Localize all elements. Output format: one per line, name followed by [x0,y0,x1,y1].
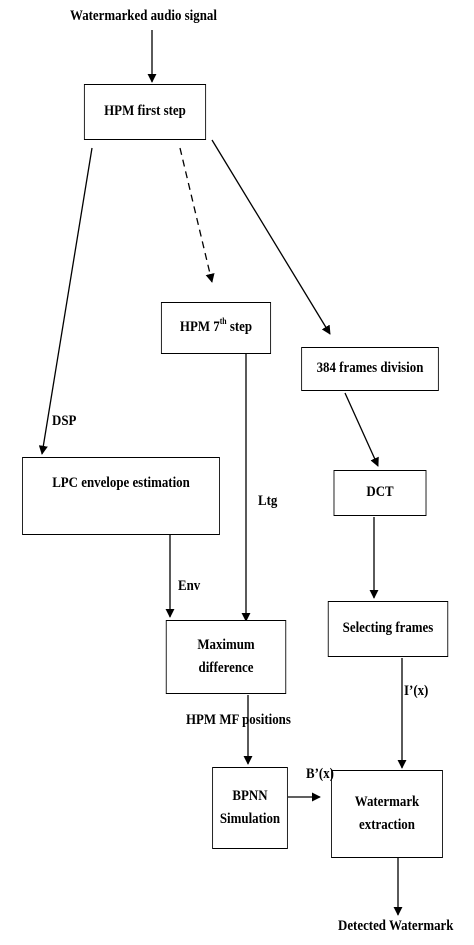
node-lpc-envelope-estimation: LPC envelope estimation [22,457,220,535]
node-hpm-first-step-label: HPM first step [104,103,186,120]
node-hpm-first-step: HPM first step [83,84,207,140]
node-dct: DCT [333,470,427,516]
arrow-hpm-first-to-hpm-seventh-dashed [179,147,215,283]
node-watermark-extraction-line2: extraction [359,817,415,833]
edge-label-dsp: DSP [52,413,77,429]
node-hpm-seventh-step: HPM 7th step [160,302,272,354]
node-bpnn-simulation: BPNN Simulation [212,767,288,849]
node-maximum-difference-line1: Maximum [197,636,255,653]
node-watermark-extraction: Watermark extraction [331,770,443,858]
edge-label-ltg: Ltg [258,493,278,509]
arrow-hpm-first-to-lpc [38,147,93,455]
node-watermark-extraction-line1: Watermark [354,793,420,810]
node-frames-division-label: 384 frames division [316,360,424,377]
edge-label-hpm-mf-positions: HPM MF positions [186,712,291,728]
node-selecting-frames-label: Selecting frames [342,620,434,637]
output-label: Detected Watermark [338,918,454,934]
node-hpm-seventh-step-label: HPM 7th step [179,316,253,336]
node-frames-division: 384 frames division [301,347,439,391]
edge-label-env: Env [178,578,201,594]
node-selecting-frames: Selecting frames [327,601,449,657]
arrow-hpm-first-to-frames-division [211,139,331,335]
node-maximum-difference: Maximum difference [165,620,287,694]
node-maximum-difference-line2: difference [198,660,254,676]
node-bpnn-simulation-line2: Simulation [219,811,281,827]
arrow-frames-division-to-dct [344,392,379,467]
node-bpnn-simulation-line1: BPNN [232,787,268,804]
edge-label-i-prime: I’(x) [404,683,429,699]
edge-label-b-prime: B’(x) [306,766,334,782]
input-label: Watermarked audio signal [70,8,217,24]
node-lpc-envelope-estimation-label: LPC envelope estimation [52,475,190,491]
node-dct-label: DCT [366,484,394,501]
